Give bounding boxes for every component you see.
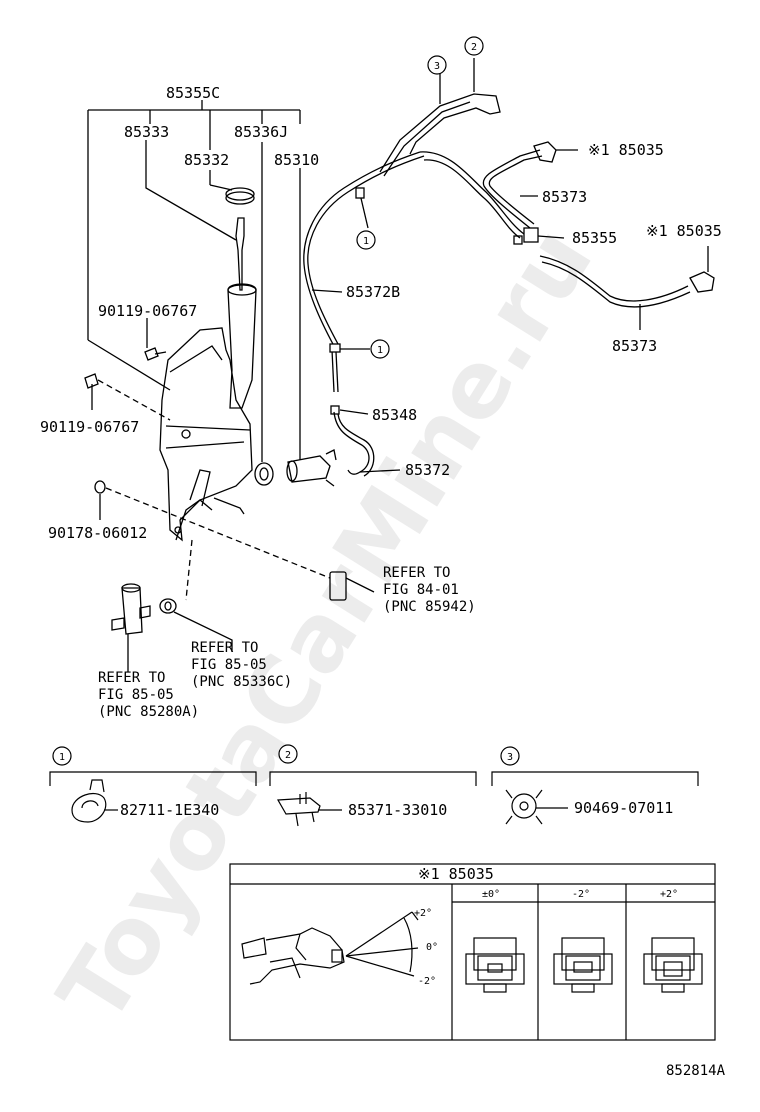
label-bolt-lower: 90119-06767 bbox=[40, 418, 139, 436]
hose-clip-3 bbox=[511, 793, 537, 819]
hose-clip-2 bbox=[277, 797, 321, 815]
washer-connector-ref bbox=[329, 571, 347, 601]
label-nut: 90178-06012 bbox=[48, 524, 147, 542]
hose-lower-stub bbox=[331, 349, 335, 393]
label-85310: 85310 bbox=[274, 151, 319, 169]
part-90469-07011: 90469-07011 bbox=[574, 799, 673, 817]
nozzle-b bbox=[689, 271, 715, 293]
label-85336J: 85336J bbox=[234, 123, 288, 141]
bubble-3-inset-label: 3 bbox=[507, 752, 513, 763]
ref-84-01-line2: FIG 84-01 bbox=[383, 582, 459, 598]
inset-parts-row bbox=[49, 771, 699, 827]
ref-85280A-line3: (PNC 85280A) bbox=[98, 704, 199, 720]
hose-85372 bbox=[333, 411, 370, 475]
washer-tank bbox=[159, 327, 253, 542]
socket-0-deg bbox=[465, 937, 525, 993]
table-title: ※1 85035 bbox=[418, 865, 494, 883]
label-85035-b: ※1 85035 bbox=[646, 222, 722, 240]
nozzle-angle-table bbox=[229, 863, 716, 1041]
bolt-upper bbox=[144, 347, 159, 361]
bolt-lower bbox=[84, 373, 99, 389]
bubble-1-label-a: 1 bbox=[363, 236, 369, 247]
angle-minus2: -2° bbox=[418, 976, 436, 987]
angle-0: 0° bbox=[426, 942, 438, 953]
angle-plus2: +2° bbox=[414, 908, 432, 919]
label-85333: 85333 bbox=[124, 123, 169, 141]
bubble-1-main-b bbox=[370, 339, 390, 359]
diagram-id: 852814A bbox=[666, 1063, 726, 1079]
motor-grommet bbox=[159, 598, 177, 614]
ref-85280A-line2: FIG 85-05 bbox=[98, 687, 174, 703]
ref-85336C-line1: REFER TO bbox=[191, 640, 258, 656]
ref-85336C-line3: (PNC 85336C) bbox=[191, 674, 292, 690]
table-header-0: ±0° bbox=[482, 889, 500, 900]
hose-85372B bbox=[303, 151, 421, 347]
bubble-2-main bbox=[464, 36, 484, 56]
hose-joint bbox=[523, 227, 539, 243]
bubble-1-main-a bbox=[356, 230, 376, 250]
pump-grommet bbox=[254, 462, 274, 486]
washer-tank-group bbox=[84, 58, 715, 672]
bubble-1-inset-label: 1 bbox=[59, 752, 65, 763]
hose-clip-1 bbox=[71, 793, 107, 823]
label-85332: 85332 bbox=[184, 151, 229, 169]
tank-cap bbox=[225, 187, 255, 201]
filler-neck bbox=[227, 283, 257, 409]
washer-pump bbox=[287, 455, 331, 483]
nut bbox=[94, 480, 106, 494]
hose-85373-upper bbox=[482, 149, 541, 229]
table-header-plus2: +2° bbox=[660, 889, 678, 900]
ref-84-01-line1: REFER TO bbox=[383, 565, 450, 581]
bubble-2-label: 2 bbox=[471, 42, 477, 53]
bubble-3-inset bbox=[500, 746, 520, 766]
label-85355C: 85355C bbox=[166, 84, 220, 102]
label-85372: 85372 bbox=[405, 461, 450, 479]
hose-clip-run bbox=[379, 93, 501, 173]
part-82711-1E340: 82711-1E340 bbox=[120, 801, 219, 819]
bubble-1-inset bbox=[52, 746, 72, 766]
label-bolt-upper: 90119-06767 bbox=[98, 302, 197, 320]
front-washer-motor bbox=[121, 587, 143, 635]
socket-minus2-deg bbox=[553, 937, 613, 993]
label-85373-lower: 85373 bbox=[612, 337, 657, 355]
ref-85336C-line2: FIG 85-05 bbox=[191, 657, 267, 673]
bubble-1-label-b: 1 bbox=[377, 345, 383, 356]
level-gauge bbox=[235, 217, 245, 291]
table-header-minus2: -2° bbox=[572, 889, 590, 900]
bubble-3-label: 3 bbox=[434, 61, 440, 72]
label-85035-a: ※1 85035 bbox=[588, 141, 664, 159]
label-85373-upper: 85373 bbox=[542, 188, 587, 206]
hose-to-joint bbox=[419, 151, 525, 235]
hose-85373-lower bbox=[539, 255, 689, 302]
ref-85280A-line1: REFER TO bbox=[98, 670, 165, 686]
check-valve bbox=[330, 405, 340, 415]
ref-84-01-line3: (PNC 85942) bbox=[383, 599, 476, 615]
socket-plus2-deg bbox=[643, 937, 703, 993]
label-85348: 85348 bbox=[372, 406, 417, 424]
part-85371-33010: 85371-33010 bbox=[348, 801, 447, 819]
nozzle-detail bbox=[241, 937, 267, 959]
bubble-2-inset bbox=[278, 744, 298, 764]
nozzle-a bbox=[533, 141, 557, 163]
label-85372B: 85372B bbox=[346, 283, 400, 301]
bubble-3-main bbox=[427, 55, 447, 75]
bubble-2-inset-label: 2 bbox=[285, 750, 291, 761]
label-85355: 85355 bbox=[572, 229, 617, 247]
